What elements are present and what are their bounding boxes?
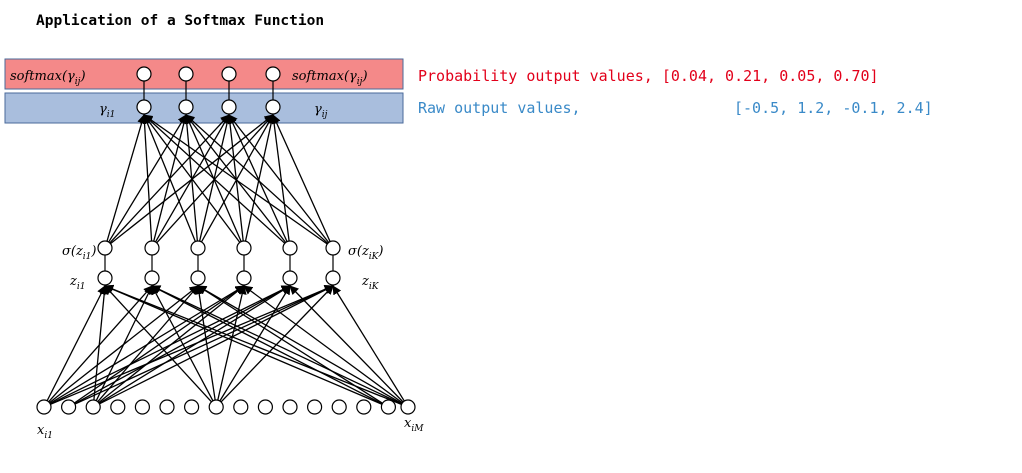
- input-to-hidden-edge: [151, 285, 402, 405]
- input-to-hidden-edge: [104, 285, 212, 403]
- activation-left-label: σ(zi1): [62, 244, 96, 262]
- input-to-hidden-edge: [289, 285, 404, 403]
- input-left-label: xi1: [37, 423, 53, 441]
- network-nodes: [36, 66, 416, 415]
- hidden-to-output-edge: [198, 114, 232, 242]
- activation-right-label: σ(ziK): [348, 244, 383, 262]
- activation-node: [190, 240, 206, 256]
- raw-output-node: [221, 99, 237, 115]
- softmax-band: [4, 58, 404, 90]
- hidden-to-output-edge: [142, 114, 196, 242]
- input-node: [60, 399, 77, 415]
- input-to-hidden-edge: [151, 285, 383, 405]
- hidden-to-output-edge: [228, 114, 330, 243]
- input-to-hidden-edge: [197, 285, 383, 404]
- input-node: [380, 399, 396, 415]
- hidden-to-output-edge: [143, 114, 241, 243]
- input-to-hidden-edge: [151, 285, 214, 402]
- input-to-hidden-edge: [50, 284, 334, 405]
- activation-node: [282, 240, 298, 256]
- activation-node: [97, 240, 113, 256]
- hidden-to-output-edge: [228, 114, 288, 242]
- raw-output-band: [4, 92, 404, 124]
- input-to-hidden-edge: [98, 285, 245, 404]
- z-node: [282, 270, 298, 286]
- hidden-to-output-edge: [185, 114, 287, 243]
- input-to-hidden-edge: [104, 285, 383, 405]
- input-node: [282, 399, 298, 415]
- softmax-node: [221, 66, 237, 82]
- raw-output-prefix: Raw output values,: [418, 99, 581, 117]
- activation-node: [144, 240, 160, 256]
- hidden-to-output-edge: [106, 114, 147, 242]
- input-to-hidden-edge: [74, 285, 291, 405]
- raw-left-label: γi1: [99, 102, 115, 120]
- input-to-hidden-edge: [194, 285, 216, 401]
- hidden-to-output-edge: [139, 114, 153, 242]
- hidden-to-output-edge: [143, 114, 286, 244]
- input-node: [233, 399, 249, 415]
- hidden-to-output-edge: [244, 114, 276, 242]
- input-node: [184, 399, 200, 415]
- probability-output-text: Probability output values, [0.04, 0.21, …: [418, 67, 879, 85]
- z-node: [97, 270, 113, 286]
- z-left-label: zi1: [69, 274, 85, 292]
- input-node: [400, 399, 416, 415]
- diagram-title: Application of a Softmax Function: [36, 13, 324, 29]
- input-node: [331, 399, 347, 415]
- input-node: [36, 399, 52, 415]
- softmax-right-label: softmax(γij): [292, 69, 368, 87]
- softmax-node: [265, 66, 281, 82]
- z-node: [325, 270, 341, 286]
- raw-output-node: [265, 99, 281, 115]
- input-to-hidden-edge: [243, 285, 403, 404]
- input-to-hidden-edge: [46, 285, 106, 402]
- hidden-to-output-edge: [143, 114, 328, 245]
- input-to-hidden-edge: [74, 285, 334, 405]
- input-node: [85, 399, 101, 415]
- softmax-node: [136, 66, 152, 82]
- input-node: [356, 399, 372, 415]
- input-to-hidden-edge: [219, 285, 291, 402]
- input-node: [307, 399, 323, 415]
- input-node: [159, 399, 175, 415]
- input-right-label: xiM: [404, 416, 424, 434]
- input-to-hidden-edge: [197, 285, 403, 405]
- input-to-hidden-edge: [48, 285, 153, 403]
- softmax-left-label: softmax(γij): [10, 69, 86, 87]
- softmax-node: [178, 66, 194, 82]
- z-node: [236, 270, 252, 286]
- z-node: [144, 270, 160, 286]
- hidden-to-output-edge: [272, 114, 331, 242]
- input-to-hidden-edge: [73, 285, 245, 404]
- input-to-hidden-edge: [98, 285, 291, 404]
- input-node: [208, 399, 224, 415]
- input-node: [110, 399, 126, 415]
- activation-node: [236, 240, 252, 256]
- raw-output-node: [178, 99, 194, 115]
- raw-output-node: [136, 99, 152, 115]
- input-node: [257, 399, 273, 415]
- network-edges: [46, 81, 405, 406]
- z-right-label: ziK: [361, 274, 380, 292]
- hidden-to-output-edge: [225, 114, 244, 242]
- input-to-hidden-edge: [332, 285, 405, 402]
- input-to-hidden-edge: [217, 285, 247, 401]
- z-node: [190, 270, 206, 286]
- input-to-hidden-edge: [93, 285, 109, 401]
- hidden-to-output-edge: [200, 114, 274, 243]
- hidden-to-output-edge: [269, 114, 290, 242]
- raw-output-values: [-0.5, 1.2, -0.1, 2.4]: [734, 99, 933, 117]
- input-to-hidden-edge: [220, 285, 334, 403]
- hidden-to-output-edge: [185, 114, 329, 244]
- input-to-hidden-edge: [95, 285, 153, 401]
- raw-right-label: γij: [314, 102, 328, 120]
- activation-node: [325, 240, 341, 256]
- input-node: [134, 399, 150, 415]
- input-to-hidden-edge: [99, 285, 334, 405]
